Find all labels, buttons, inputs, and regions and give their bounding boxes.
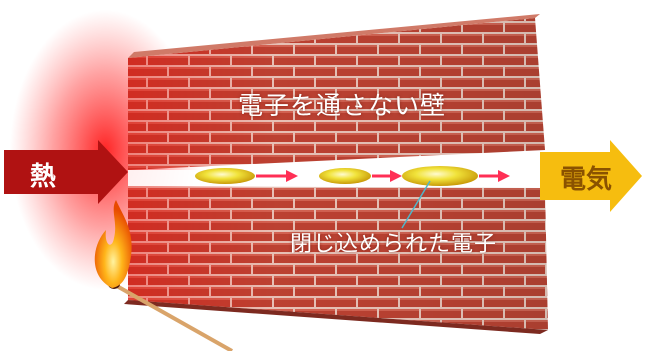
electron-3 xyxy=(402,166,478,186)
match-flame-icon xyxy=(94,200,233,351)
heat-arrow xyxy=(4,140,128,204)
electron-arrow-1 xyxy=(256,170,298,182)
heat-label: 熱 xyxy=(30,162,57,192)
wall-label: 電子を通さない壁 xyxy=(238,91,447,120)
electron-arrow-3 xyxy=(479,170,510,182)
electron-2 xyxy=(319,168,371,184)
electricity-label: 電気 xyxy=(560,165,613,195)
callout-line xyxy=(401,180,431,229)
trapped-electrons-label: 閉じ込められた電子 xyxy=(290,232,498,257)
upper-wall xyxy=(128,14,545,170)
electron-arrow-2 xyxy=(372,170,402,182)
electron-1 xyxy=(195,168,255,184)
electricity-arrow xyxy=(540,140,642,212)
lower-wall xyxy=(124,186,548,334)
